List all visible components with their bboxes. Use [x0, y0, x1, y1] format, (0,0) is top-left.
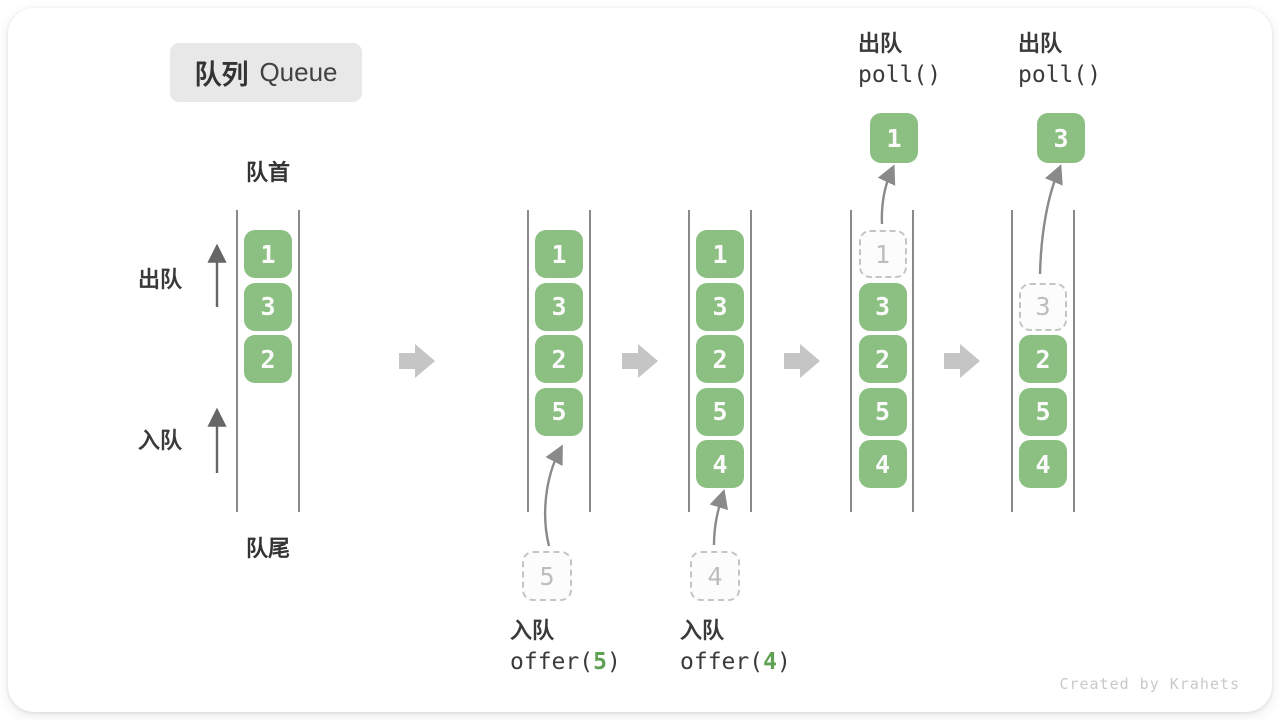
queue-cell: 4	[696, 440, 744, 488]
title-zh: 队列	[194, 60, 249, 90]
op-offer-fn: offer(	[680, 649, 764, 675]
queue-cell: 1	[535, 230, 583, 278]
transition-arrow-icon	[944, 344, 980, 378]
op-poll-zh: 出队	[1018, 31, 1063, 56]
queue-cell: 3	[858, 282, 907, 331]
op-offer-close: )	[606, 649, 621, 675]
queue-cell: 2	[535, 335, 583, 383]
enqueue-arrow-offer5	[543, 444, 563, 547]
queue-cell: 1	[696, 230, 744, 278]
dequeue-arrow-poll1	[877, 164, 896, 225]
queue-cell: 3	[696, 282, 744, 331]
enqueue-arrow-offer4	[709, 488, 728, 546]
queue-cell: 4	[1019, 440, 1067, 488]
dequeue-side-label: 出队	[138, 267, 183, 292]
polled-value-box: 3	[1037, 113, 1085, 163]
op-offer-close: )	[776, 649, 791, 675]
watermark: Created by Krahets	[1059, 675, 1240, 693]
transition-arrow-icon	[399, 344, 435, 378]
transition-arrow-icon	[784, 344, 820, 378]
queue-cell: 5	[535, 387, 583, 436]
staged-value-box: 5	[522, 551, 572, 601]
queue-cell: 2	[696, 335, 744, 383]
queue-cell: 5	[1019, 387, 1067, 436]
op-label-offer-4: 入队 offer(4)	[680, 620, 791, 674]
dequeue-arrow-poll3	[1038, 164, 1063, 275]
transition-arrow-icon	[622, 344, 658, 378]
op-poll-code: poll()	[1018, 62, 1102, 88]
queue-cell: 5	[858, 387, 907, 436]
op-offer-arg: 5	[593, 649, 607, 675]
op-offer-fn: offer(	[510, 649, 594, 675]
queue-cell: 3	[244, 282, 292, 331]
op-label-poll-2: 出队 poll()	[1018, 33, 1101, 87]
queue-cell: 5	[696, 387, 744, 436]
queue-front-label: 队首	[245, 160, 290, 185]
queue-cell: 1	[244, 230, 292, 278]
op-label-poll-1: 出队 poll()	[858, 33, 941, 87]
op-label-offer-5: 入队 offer(5)	[510, 620, 621, 674]
queue-cell: 2	[858, 335, 907, 383]
queue-walls	[236, 210, 1075, 512]
op-poll-zh: 出队	[858, 31, 903, 56]
op-offer-zh: 入队	[510, 618, 555, 643]
queue-cell: 3	[535, 282, 583, 331]
op-offer-code: offer(5)	[510, 651, 621, 674]
polled-value-box: 1	[870, 113, 918, 163]
staged-value-box: 4	[690, 551, 740, 601]
queue-rear-label: 队尾	[245, 536, 290, 561]
op-offer-code: offer(4)	[680, 651, 791, 674]
title-en: Queue	[259, 57, 338, 87]
enqueue-side-label: 入队	[138, 428, 183, 453]
queue-cell: 2	[244, 335, 292, 383]
queue-cell: 4	[858, 440, 907, 488]
op-offer-zh: 入队	[680, 618, 725, 643]
queue-cell-dashed: 3	[1019, 282, 1067, 331]
title-badge: 队列 Queue	[170, 43, 362, 102]
op-poll-code: poll()	[858, 62, 942, 88]
queue-cell: 2	[1019, 335, 1067, 383]
op-offer-arg: 4	[763, 649, 777, 675]
queue-cell-dashed: 1	[858, 230, 907, 278]
